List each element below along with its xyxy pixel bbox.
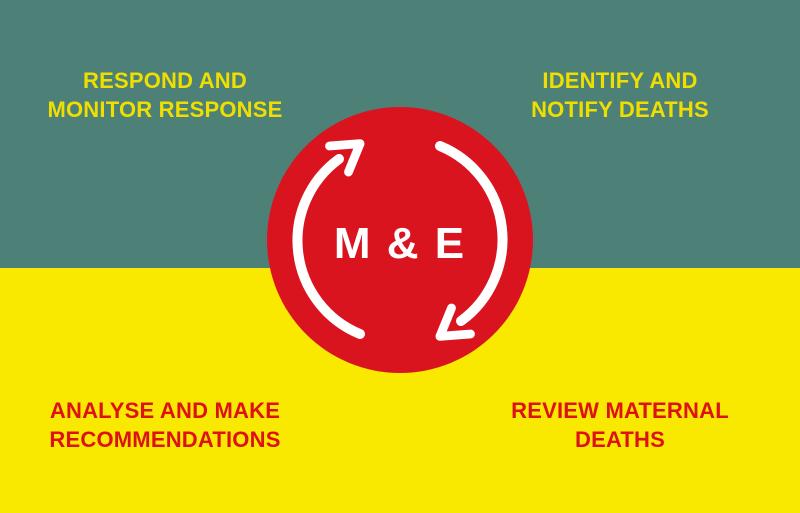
quadrant-label-line: RECOMMENDATIONS — [49, 427, 281, 452]
quadrant-label-line: NOTIFY DEATHS — [531, 97, 709, 122]
quadrant-label-line: MONITOR RESPONSE — [47, 97, 283, 122]
cycle-arrows-icon — [292, 139, 508, 341]
quadrant-label-line: ANALYSE AND MAKE — [49, 398, 281, 423]
quadrant-label-respond: RESPOND AND MONITOR RESPONSE — [35, 66, 295, 124]
quadrant-label-analyse: ANALYSE AND MAKE RECOMMENDATIONS — [35, 396, 295, 454]
quadrant-label-line: IDENTIFY AND — [542, 68, 698, 93]
quadrant-label-identify: IDENTIFY AND NOTIFY DEATHS — [490, 66, 750, 124]
quadrant-label-review: REVIEW MATERNAL DEATHS — [490, 396, 750, 454]
quadrant-label-line: DEATHS — [574, 427, 666, 452]
quadrant-label-line: REVIEW MATERNAL — [511, 398, 729, 423]
quadrant-label-line: RESPOND AND — [83, 68, 247, 93]
me-cycle-badge: M & E — [267, 107, 533, 373]
badge-label: M & E — [333, 219, 467, 268]
